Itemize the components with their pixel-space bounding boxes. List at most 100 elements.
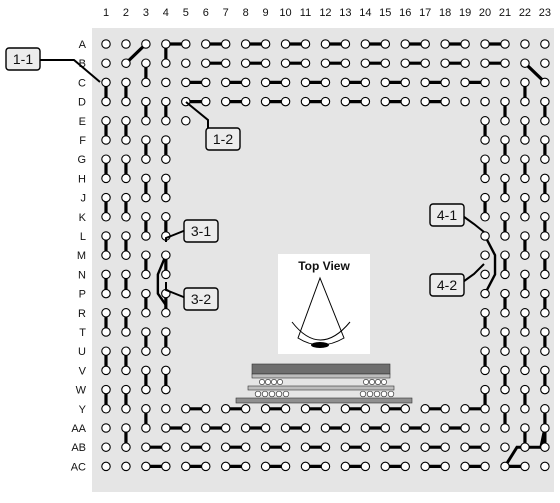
row-label: E <box>79 116 86 128</box>
pad <box>540 384 550 395</box>
pad <box>540 250 550 260</box>
pad <box>240 423 251 433</box>
pad <box>320 77 331 88</box>
pad <box>141 77 151 88</box>
pad <box>220 77 231 88</box>
pad <box>161 96 171 107</box>
pad <box>540 404 550 414</box>
pad <box>121 346 131 356</box>
row-label: L <box>80 231 86 243</box>
pad <box>440 58 450 68</box>
row-label: A <box>79 39 87 51</box>
pad <box>480 442 490 452</box>
pad <box>121 250 131 260</box>
pad <box>520 461 530 472</box>
row-label: Y <box>79 404 87 416</box>
pad <box>320 442 331 452</box>
pad <box>101 269 111 280</box>
pad <box>101 404 111 414</box>
pad <box>460 461 470 472</box>
pad <box>280 461 291 472</box>
pad <box>500 365 510 376</box>
pad <box>460 58 470 68</box>
pad <box>300 96 311 107</box>
pad <box>360 461 371 472</box>
pad <box>440 404 450 414</box>
pad <box>300 442 311 452</box>
pad <box>300 77 311 88</box>
callout-1-2: 1-2 <box>205 127 241 151</box>
pad <box>201 442 211 452</box>
solder-ball <box>268 390 276 398</box>
pad <box>161 173 171 184</box>
pad <box>480 346 490 356</box>
row-label: H <box>78 173 86 185</box>
leader-1-2 <box>185 101 209 130</box>
pad <box>500 58 510 68</box>
pad <box>161 116 171 126</box>
pad <box>260 423 271 433</box>
pad <box>161 308 171 318</box>
pad <box>540 154 550 164</box>
pad <box>141 192 151 203</box>
pad <box>161 212 171 222</box>
pad <box>201 77 211 88</box>
pad <box>440 442 450 452</box>
column-label: 23 <box>539 7 551 19</box>
pad <box>340 77 351 88</box>
pad <box>161 39 171 49</box>
pad <box>161 461 171 472</box>
solder-ball <box>380 390 388 398</box>
pad <box>400 442 410 452</box>
pad <box>440 461 450 472</box>
pad <box>540 135 550 145</box>
pad <box>460 423 470 433</box>
package-side-view-icon <box>235 363 413 404</box>
pad <box>520 308 530 318</box>
pad <box>480 365 490 376</box>
pad <box>360 39 371 49</box>
solder-balls-upper <box>259 379 387 385</box>
pad <box>121 39 131 49</box>
callout-1-1-label: 1-1 <box>13 51 33 67</box>
callout-3-1: 3-1 <box>183 219 219 243</box>
pad <box>460 39 470 49</box>
pad <box>101 173 111 184</box>
pad <box>141 384 151 395</box>
pad <box>540 269 550 280</box>
row-label: G <box>77 154 86 166</box>
pad <box>480 96 490 107</box>
column-label: 15 <box>379 7 391 19</box>
pad <box>480 384 490 395</box>
pad <box>121 269 131 280</box>
pad <box>240 39 251 49</box>
pad <box>101 96 111 107</box>
column-label: 14 <box>359 7 371 19</box>
pad <box>520 58 530 68</box>
pad <box>121 384 131 395</box>
pad <box>520 269 530 280</box>
pad <box>101 58 111 68</box>
pad <box>480 39 490 49</box>
row-label: J <box>81 193 87 205</box>
pad <box>520 231 530 241</box>
pad <box>540 192 550 203</box>
top-view-base-icon <box>311 342 329 348</box>
pad <box>201 461 211 472</box>
pad <box>101 192 111 203</box>
pad <box>480 77 490 88</box>
pad <box>480 269 490 280</box>
pad <box>400 77 410 88</box>
pad <box>181 77 191 88</box>
pad <box>101 77 111 88</box>
pad <box>220 404 231 414</box>
pad <box>540 327 550 337</box>
pad <box>500 250 510 260</box>
pad <box>520 365 530 376</box>
pad <box>280 77 291 88</box>
solder-ball <box>271 379 277 385</box>
pad <box>260 39 271 49</box>
pad <box>500 212 510 222</box>
pad <box>500 192 510 203</box>
